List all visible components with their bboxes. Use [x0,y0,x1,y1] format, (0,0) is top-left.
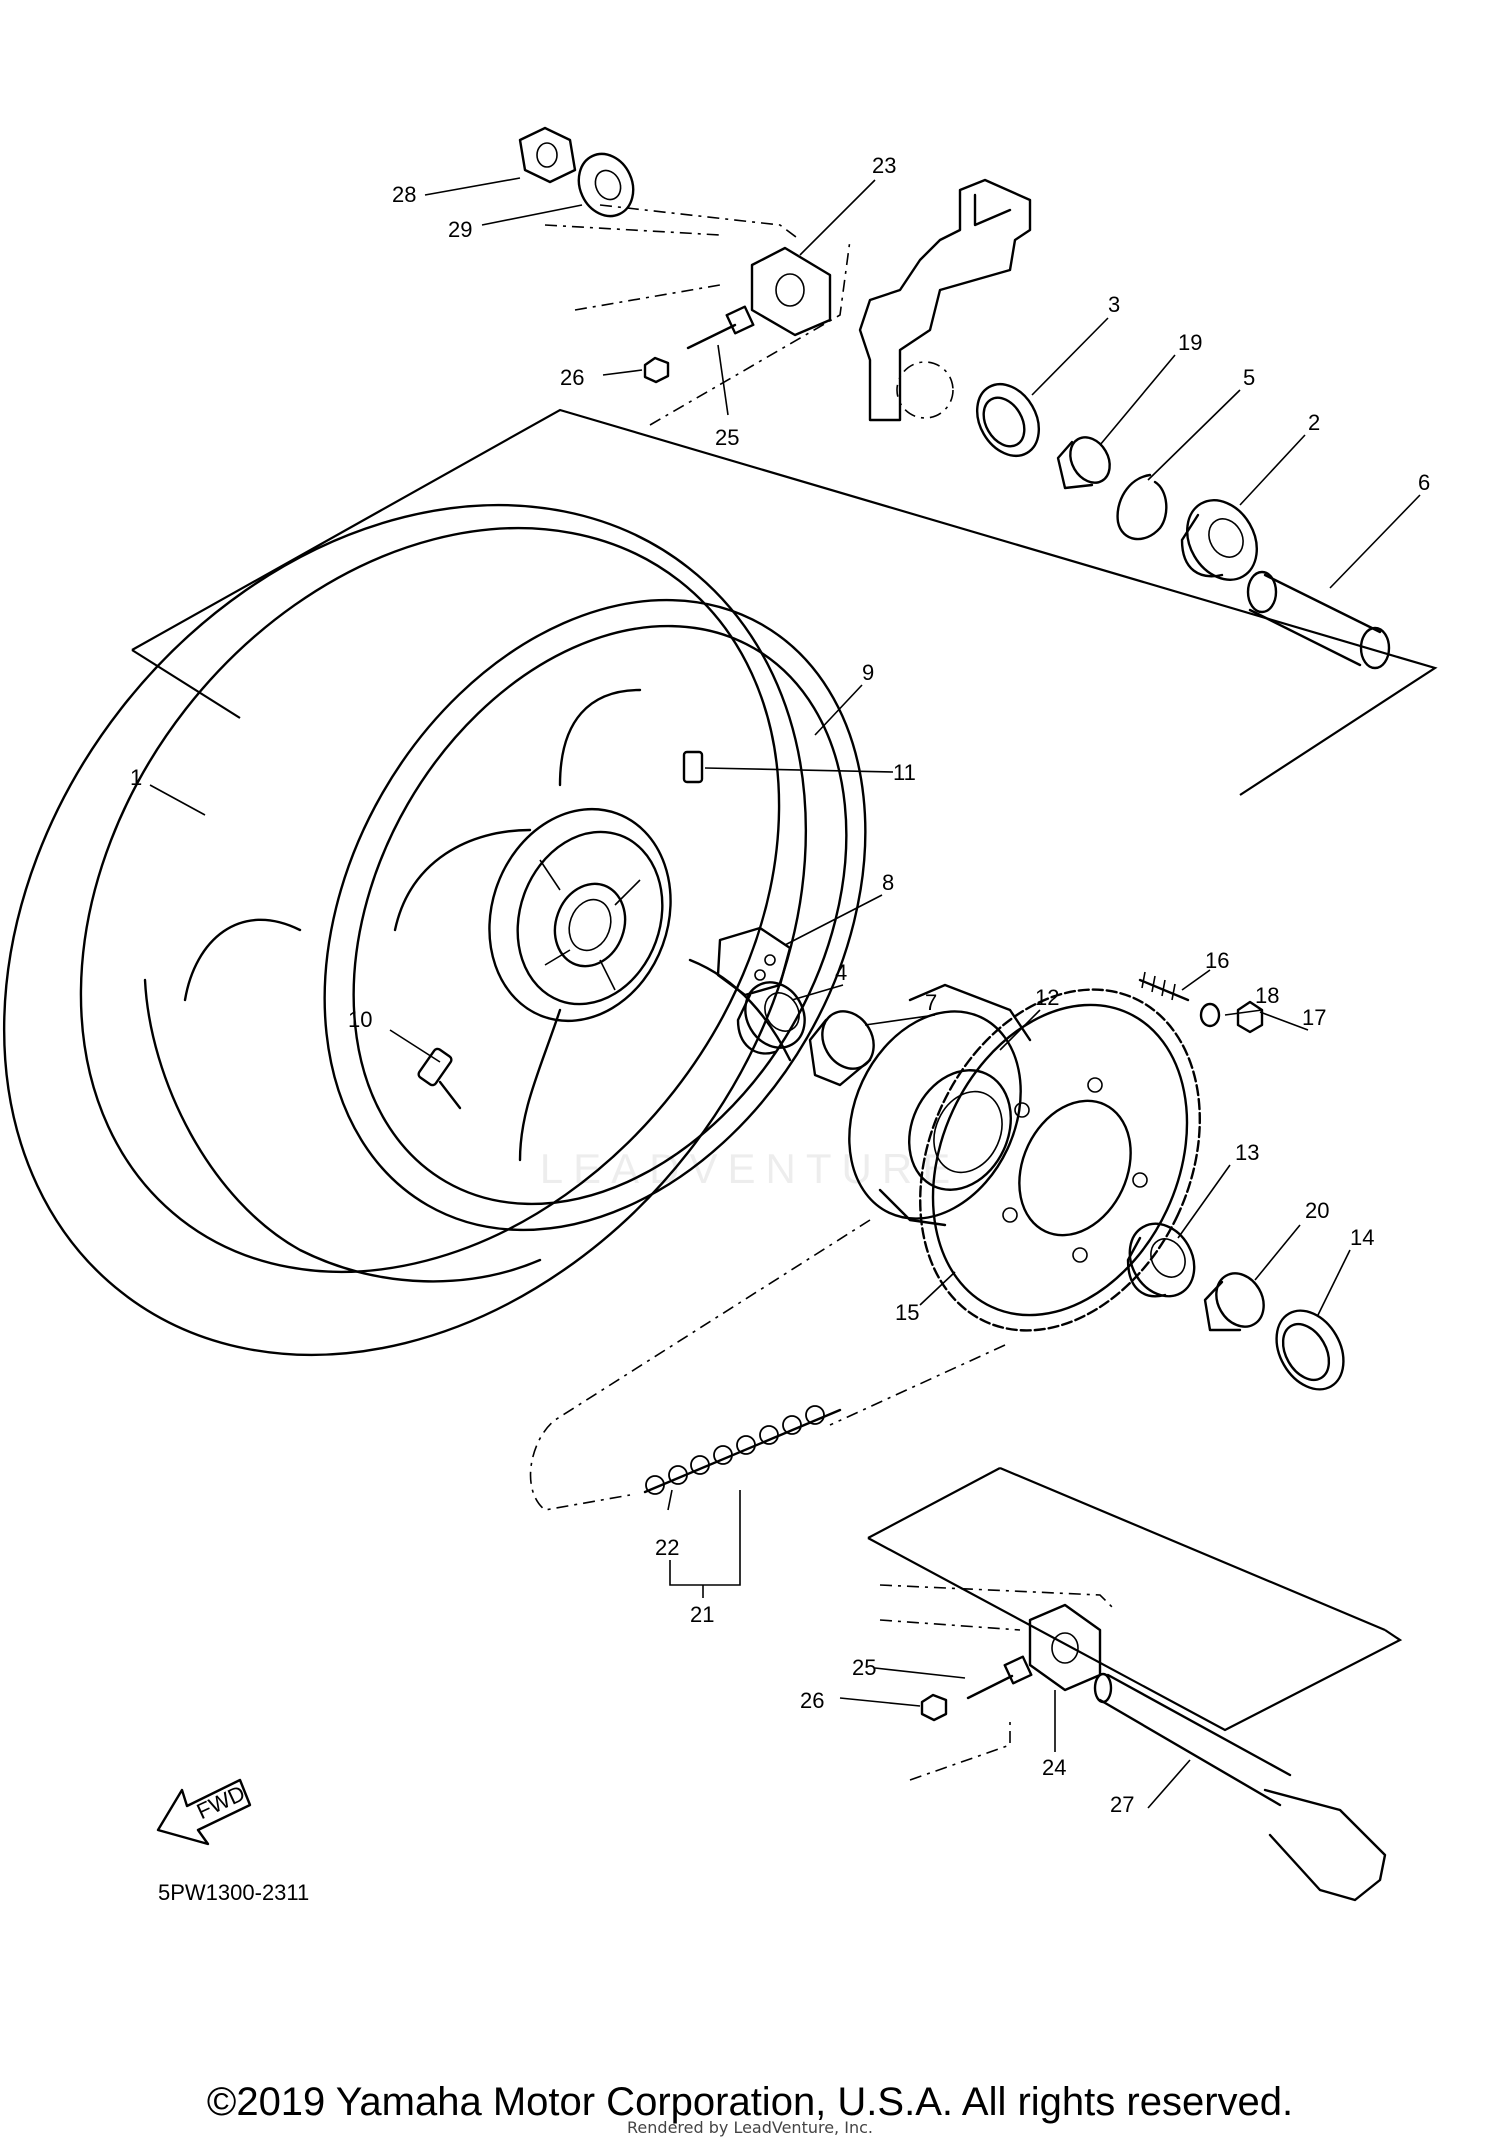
drive-chain [529,1219,1006,1511]
callout-15: 15 [895,1300,919,1325]
rim [323,598,867,1232]
callout-23: 23 [872,153,896,178]
callout-13: 13 [1235,1140,1259,1165]
callout-17: 17 [1302,1005,1326,1030]
callout-19: 19 [1178,330,1202,355]
leader-lines [149,177,1421,1809]
sprocket [919,988,1201,1332]
callout-21: 21 [690,1602,714,1627]
bearing-4 [736,981,806,1055]
nut-26-lower [920,1693,948,1722]
callout-18: 18 [1255,983,1279,1008]
callout-2: 2 [1308,410,1320,435]
callout-3: 3 [1108,292,1120,317]
adjusting-bolt-25-upper [686,305,755,350]
valve [417,1047,462,1110]
wheel-assembly-plate [131,408,1438,796]
callout-22: 22 [655,1535,679,1560]
spacer-tube [1246,570,1391,670]
callout-28: 28 [392,182,416,207]
oil-seal-3 [975,383,1041,457]
chain-puller-24 [1028,1603,1102,1692]
collar-19 [1056,436,1111,490]
callout-29: 29 [448,217,472,242]
fwd-label: FWD [193,1780,249,1824]
callout-6: 6 [1418,470,1430,495]
collar-7 [808,1010,875,1087]
oil-seal-14 [1275,1309,1345,1391]
watermark: LEADVENTURE [539,1145,961,1192]
balance-weight [682,750,704,784]
callout-25-lower: 25 [852,1655,876,1680]
chain-puller-23 [750,246,832,337]
callout-16: 16 [1205,948,1229,973]
callout-10: 10 [348,1007,372,1032]
rear-axle [1093,1672,1387,1902]
render-credit: Rendered by LeadVenture, Inc. [627,2118,873,2137]
callout-8: 8 [882,870,894,895]
washer-18 [1199,1002,1221,1028]
callout-5: 5 [1243,365,1255,390]
circlip [1116,473,1168,541]
callout-27: 27 [1110,1792,1134,1817]
callout-9: 9 [862,660,874,685]
nut-26-upper [643,356,670,384]
callout-4: 4 [835,960,847,985]
caliper-bracket [858,178,1032,422]
collar-20 [1203,1272,1265,1332]
diagram-code: 5PW1300-2311 [158,1880,310,1905]
nut-17 [1236,1000,1264,1034]
copyright-notice: ©2019 Yamaha Motor Corporation, U.S.A. A… [206,2080,1294,2124]
callouts: 28 29 23 26 25 3 19 5 2 6 9 11 1 8 10 4 … [130,153,1430,1817]
callout-11: 11 [893,760,916,785]
callout-7: 7 [925,990,937,1015]
bearing-13 [1126,1222,1196,1298]
callout-14: 14 [1350,1225,1374,1250]
callout-26-upper: 26 [560,365,584,390]
fwd-arrow-icon: FWD [156,1778,252,1846]
axle-nut-28 [518,126,577,184]
bearing-2 [1180,499,1258,581]
callout-24: 24 [1042,1755,1066,1780]
washer-29 [577,152,635,218]
stud-bolt [1138,971,1190,1002]
callout-25-upper: 25 [715,425,739,450]
callout-20: 20 [1305,1198,1329,1223]
adjusting-bolt-25-lower [966,1655,1033,1700]
callout-26-lower-label: 26 [800,1688,824,1713]
callout-1: 1 [130,765,142,790]
axle-assembly-plate [867,1466,1403,1732]
callout-12: 12 [1035,985,1059,1010]
tire [2,503,808,1357]
